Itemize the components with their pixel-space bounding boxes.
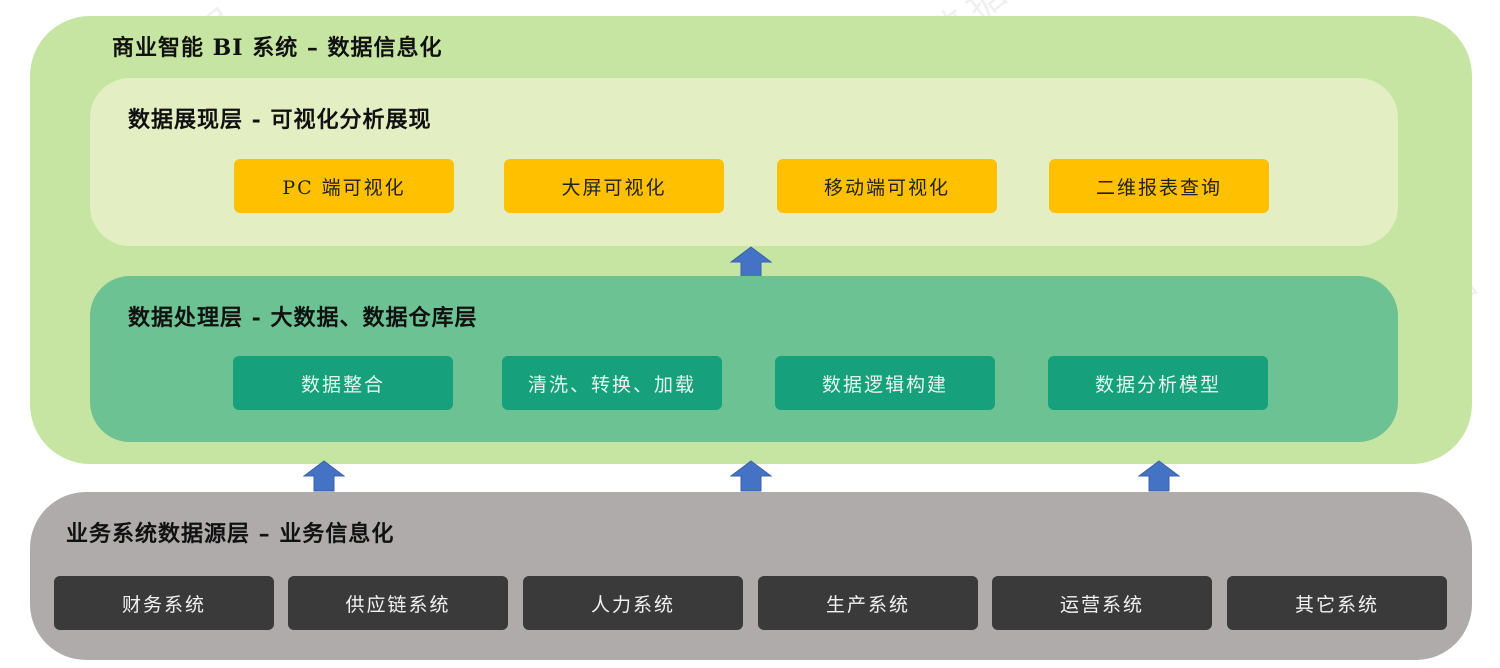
- processing-layer-title: 数据处理层 - 大数据、数据仓库层: [128, 305, 478, 331]
- presentation-item-report: 二维报表查询: [1049, 159, 1269, 213]
- source-layer-title: 业务系统数据源层 – 业务信息化: [66, 521, 395, 547]
- source-item-hr: 人力系统: [523, 576, 743, 630]
- up-arrow-icon: [303, 460, 345, 492]
- processing-item-etl: 清洗、转换、加载: [502, 356, 722, 410]
- source-item-supply-chain: 供应链系统: [288, 576, 508, 630]
- source-item-other: 其它系统: [1227, 576, 1447, 630]
- bi-system-title: 商业智能 BI 系统 – 数据信息化: [112, 35, 443, 61]
- presentation-layer-title: 数据展现层 - 可视化分析展现: [128, 107, 432, 133]
- processing-item-integration: 数据整合: [233, 356, 453, 410]
- up-arrow-icon: [730, 460, 772, 492]
- presentation-item-bigscreen: 大屏可视化: [504, 159, 724, 213]
- processing-item-model: 数据分析模型: [1048, 356, 1268, 410]
- source-item-finance: 财务系统: [54, 576, 274, 630]
- processing-item-logic: 数据逻辑构建: [775, 356, 995, 410]
- source-item-operations: 运营系统: [992, 576, 1212, 630]
- presentation-item-pc: PC 端可视化: [234, 159, 454, 213]
- up-arrow-icon: [730, 246, 772, 278]
- source-item-production: 生产系统: [758, 576, 978, 630]
- up-arrow-icon: [1138, 460, 1180, 492]
- presentation-item-mobile: 移动端可视化: [777, 159, 997, 213]
